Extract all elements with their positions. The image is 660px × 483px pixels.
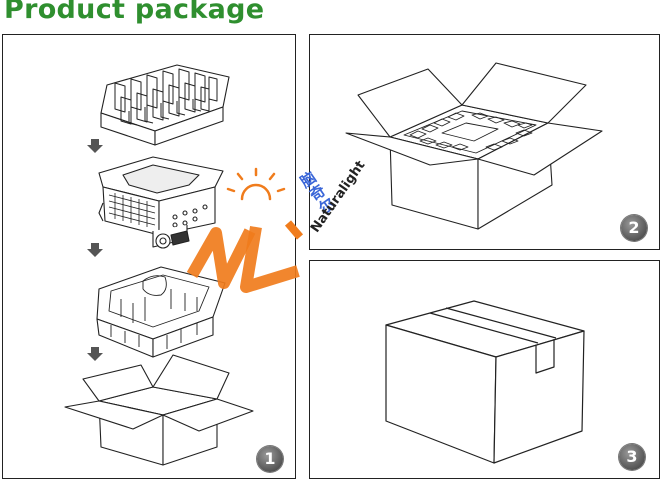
arrow-down-icon [87,347,103,361]
floodlight-fixture-icon [98,156,224,249]
molded-tray-icon [96,266,226,358]
step-badge: 2 [621,215,647,241]
step-badge: 1 [257,446,283,472]
packing-steps-panel: 1 [2,34,296,479]
page-title: Product package [4,0,265,25]
open-carton-icon [64,354,254,466]
arrow-down-icon [87,139,103,153]
open-carton-icon [345,62,603,230]
foam-insert-icon [100,64,230,146]
sealed-carton-icon [385,300,585,464]
arrow-down-icon [87,243,103,257]
sealed-carton-panel: 3 [309,260,660,479]
step-badge: 3 [619,444,645,470]
open-carton-panel: 2 [309,34,660,250]
